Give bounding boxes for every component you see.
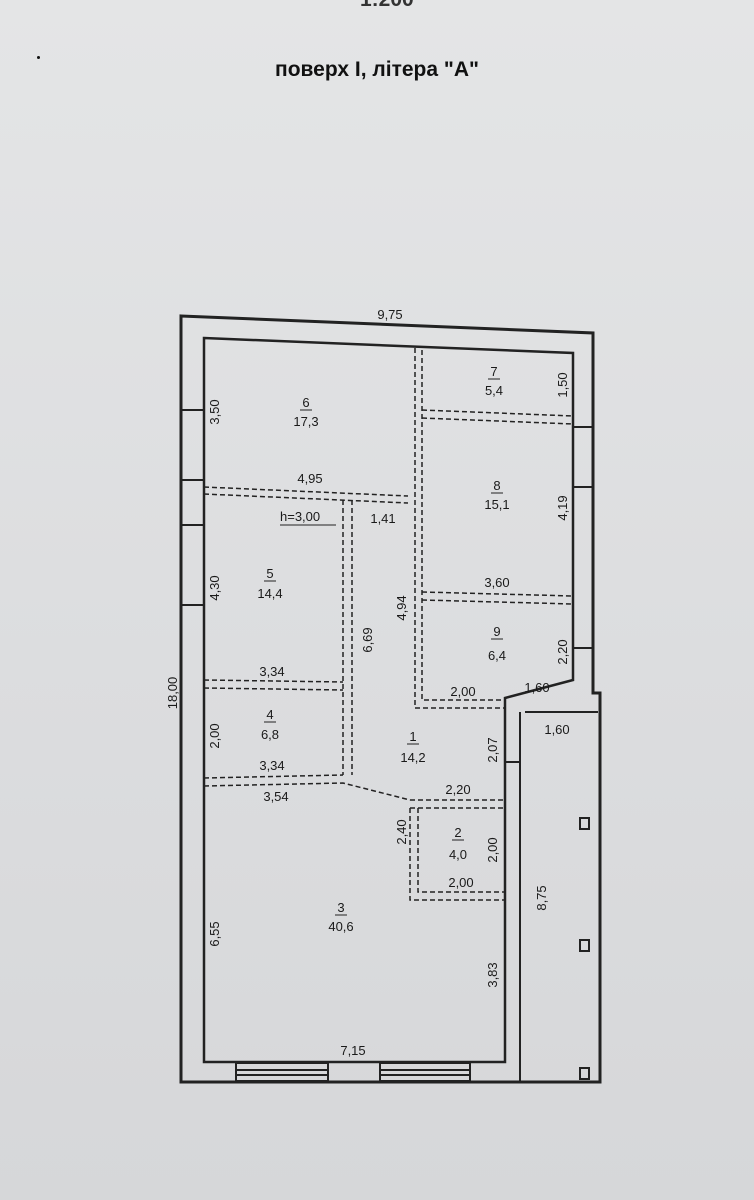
windows	[181, 409, 593, 1082]
ceiling-height-label: h=3,00	[280, 509, 320, 524]
dim-room6-height: 3,50	[207, 399, 222, 424]
partitions	[203, 348, 574, 901]
dim-bottom-width: 7,15	[340, 1043, 365, 1058]
dim-room8-height: 4,19	[555, 495, 570, 520]
dim-room3-height: 6,55	[207, 921, 222, 946]
outer-wall	[179, 314, 602, 1084]
dim-room9-width: 3,60	[484, 575, 509, 590]
scale-fragment: 1:200	[360, 0, 414, 12]
dim-room2-bottom-width: 2,00	[448, 875, 473, 890]
dim-top-width: 9,75	[377, 307, 402, 322]
room-number: 6	[302, 395, 309, 410]
room-area: 6,8	[261, 727, 279, 742]
room-number: 3	[337, 900, 344, 915]
plan-title: поверх I, літера "А"	[275, 58, 479, 81]
room-number: 5	[266, 566, 273, 581]
room-area: 17,3	[293, 414, 318, 429]
room-area: 14,2	[400, 750, 425, 765]
room-area: 5,4	[485, 383, 503, 398]
vertical-dimensions: 18,00 3,50 4,30 2,00 6,55 6,69 4,94 2,40…	[165, 372, 570, 987]
room-number: 7	[490, 364, 497, 379]
dim-step-width: 1,60	[524, 680, 549, 695]
dim-room9-height: 2,20	[555, 639, 570, 664]
room-labels: 6 17,3 7 5,4 8 15,1 5 14,4 9 6,4 4 6,8 1…	[257, 364, 509, 934]
dim-room3-width: 3,54	[263, 789, 288, 804]
horizontal-dimensions: 9,75 4,95 1,41 3,60 3,34 2,00 1,60 1,60 …	[259, 307, 569, 1058]
dim-hall-bottom-width: 2,00	[450, 684, 475, 699]
dim-annex-height: 8,75	[534, 885, 549, 910]
dim-room5-width: 3,34	[259, 664, 284, 679]
room-number: 2	[454, 825, 461, 840]
dim-room4-height: 2,00	[207, 723, 222, 748]
room-area: 14,4	[257, 586, 282, 601]
room-number: 4	[266, 707, 273, 722]
dim-room2-height: 2,00	[485, 837, 500, 862]
dim-hall-right-height: 2,07	[485, 737, 500, 762]
room-number: 8	[493, 478, 500, 493]
annex-wall	[519, 711, 598, 1082]
dim-total-height: 18,00	[165, 677, 180, 710]
dim-room2-top-width: 2,20	[445, 782, 470, 797]
inner-wall	[202, 336, 575, 1064]
dim-room3-right-height: 3,83	[485, 962, 500, 987]
dim-hall-height: 4,94	[394, 595, 409, 620]
room-area: 4,0	[449, 847, 467, 862]
dim-corridor-width: 1,41	[370, 511, 395, 526]
dim-room4-width: 3,34	[259, 758, 284, 773]
dim-room2-left-height: 2,40	[394, 819, 409, 844]
room-area: 6,4	[488, 648, 506, 663]
dim-room6-width: 4,95	[297, 471, 322, 486]
room-area: 40,6	[328, 919, 353, 934]
room-number: 1	[409, 729, 416, 744]
room-number: 9	[493, 624, 500, 639]
dim-room5-height: 4,30	[207, 575, 222, 600]
speck	[37, 56, 40, 59]
room-area: 15,1	[484, 497, 509, 512]
dim-annex-width: 1,60	[544, 722, 569, 737]
dim-corridor-height: 6,69	[360, 627, 375, 652]
dim-room7-height: 1,50	[555, 372, 570, 397]
